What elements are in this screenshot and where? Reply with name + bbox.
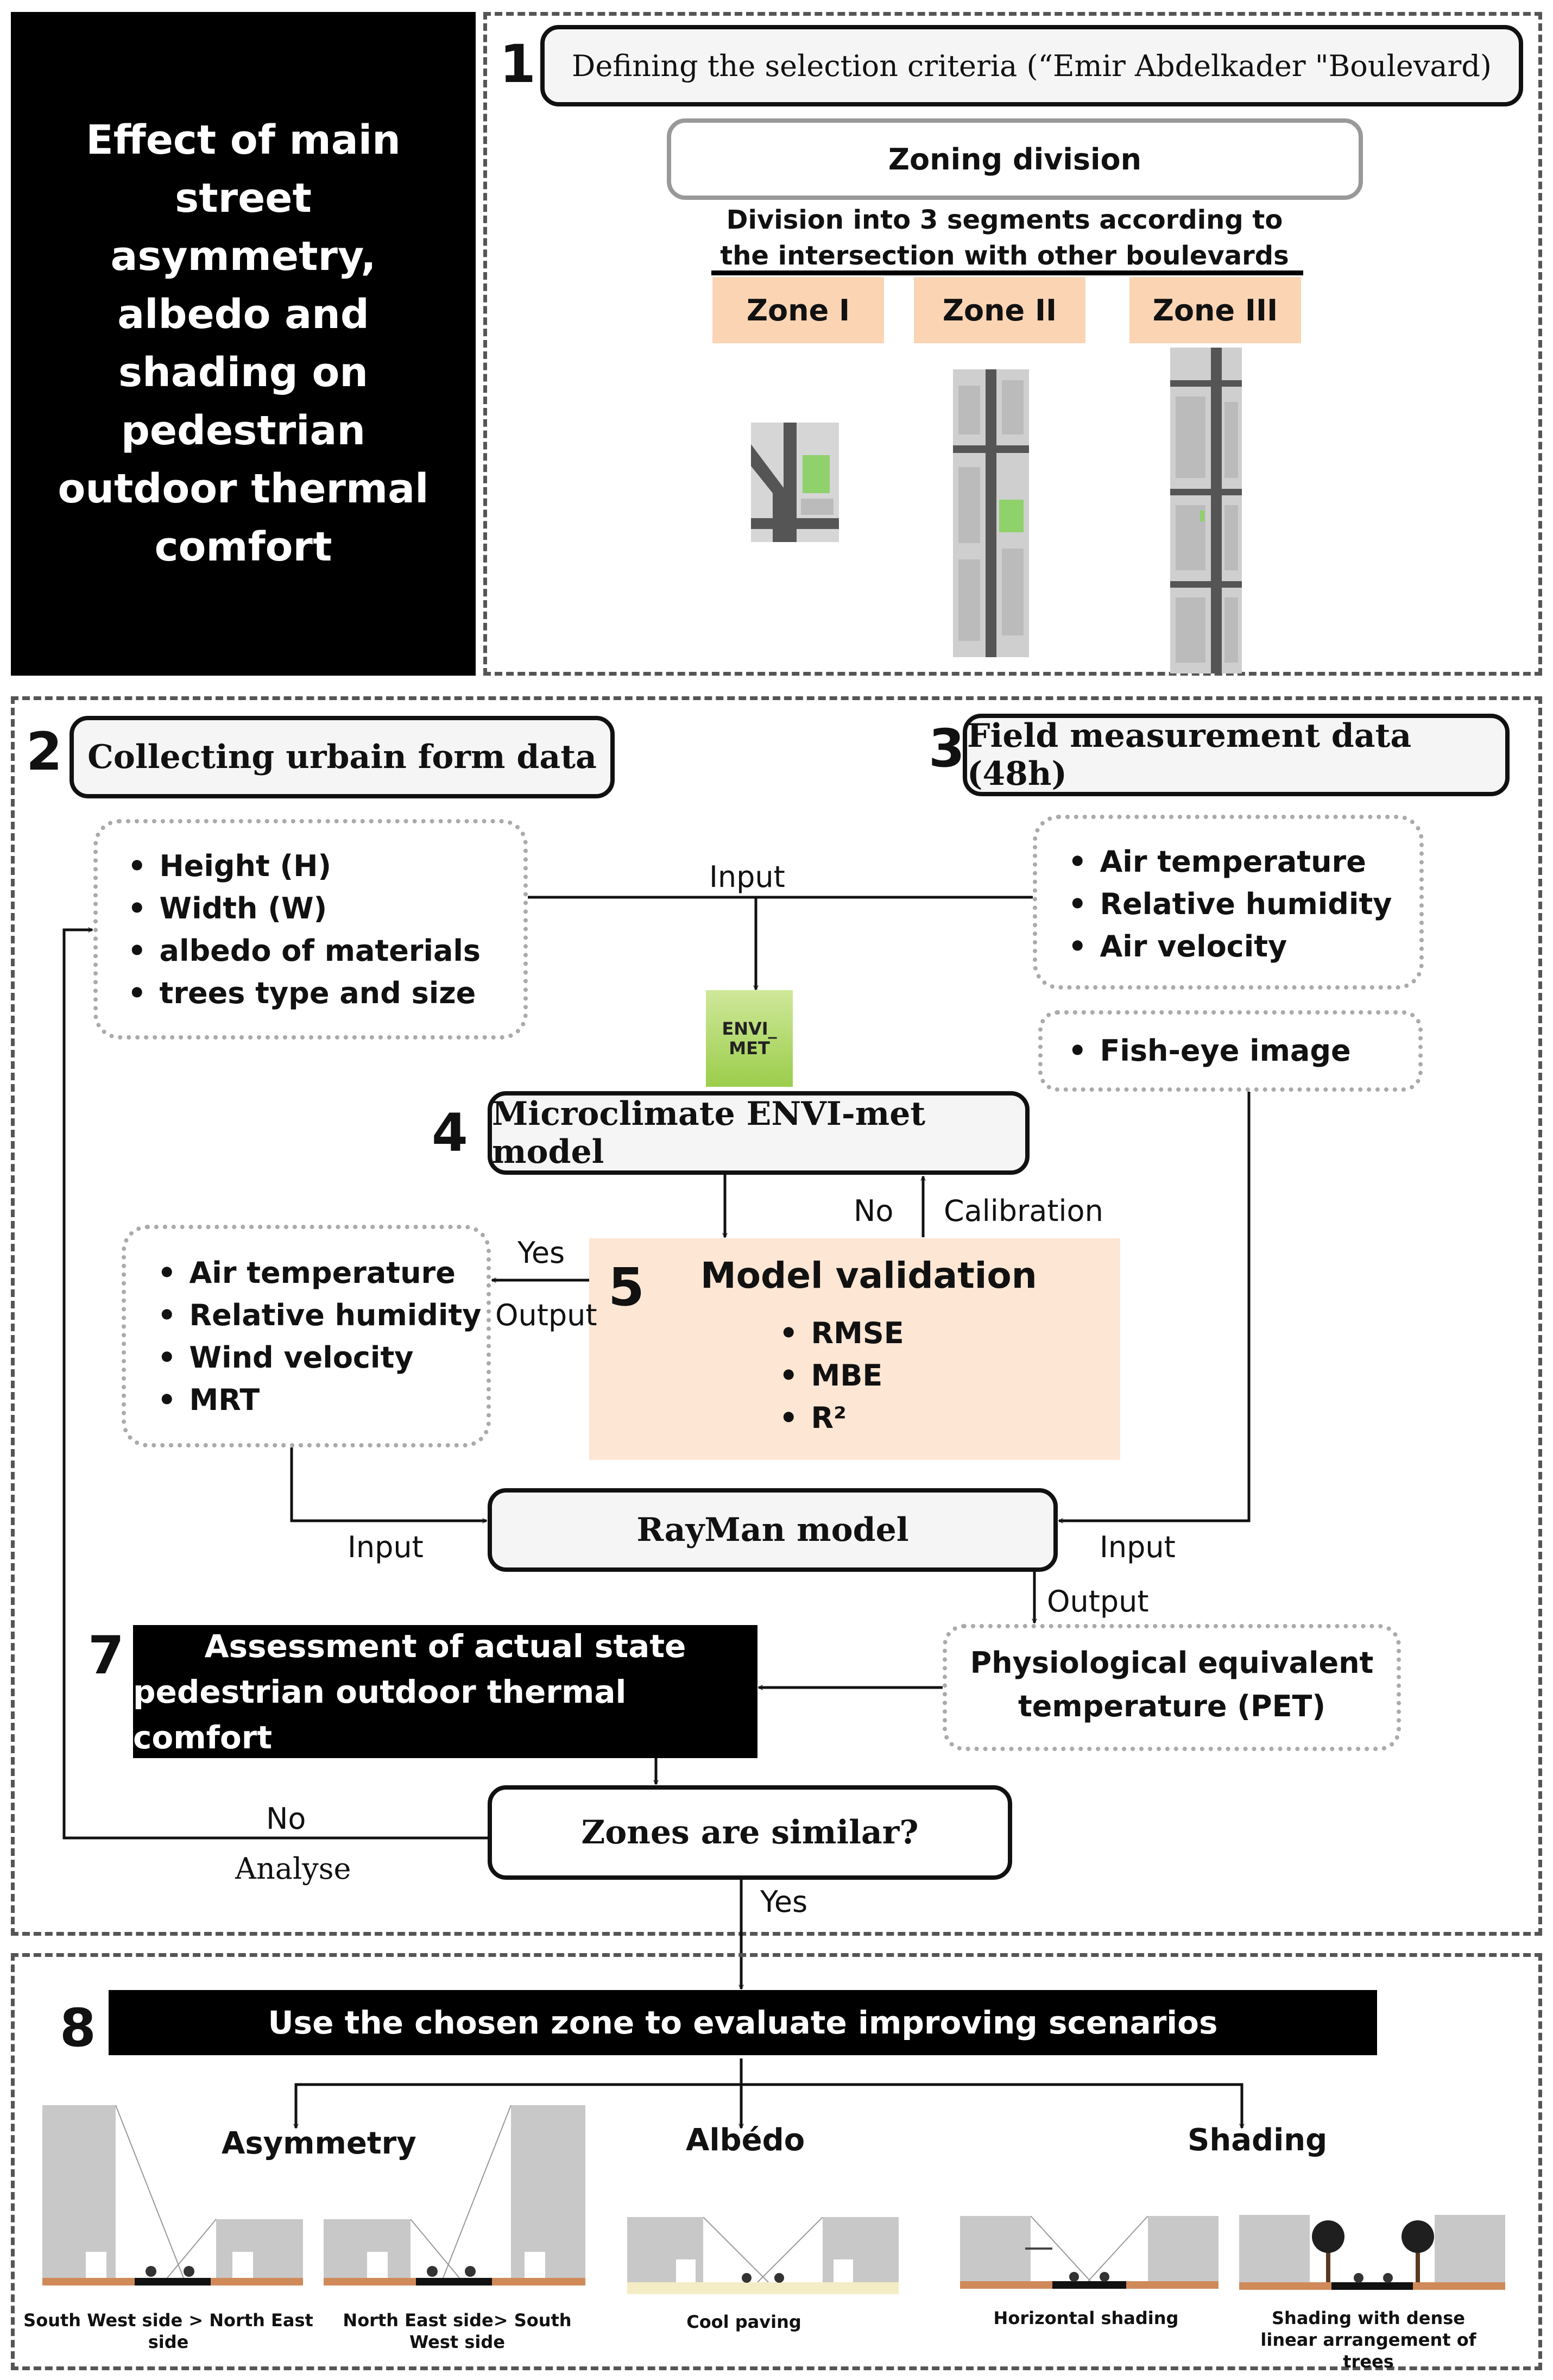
fisheye-item: Fish-eye image (1068, 1030, 1351, 1072)
output-vars-list: Air temperature Relative humidity Wind v… (157, 1252, 482, 1421)
urban-item: Width (W) (128, 887, 481, 930)
caption-ne-sw: North East side> South West side (343, 2310, 572, 2352)
step-3-number: 3 (929, 718, 965, 779)
section-2-frame (11, 696, 1542, 1936)
division-text: Division into 3 segments according to th… (706, 202, 1303, 274)
division-rule (711, 270, 1303, 275)
step-2-box: Collecting urbain form data (70, 716, 615, 798)
zoning-label: Zoning division (888, 142, 1142, 177)
output-item: Wind velocity (157, 1337, 481, 1379)
section-1-frame (483, 12, 1542, 676)
metric-item: R² (779, 1397, 904, 1439)
decision-box: Zones are similar? (488, 1785, 1012, 1880)
label-output-validation: Output (495, 1298, 597, 1332)
fisheye-list: Fish-eye image (1068, 1030, 1351, 1072)
division-line-1: Division into 3 segments according to (726, 205, 1283, 235)
step-7-line-2: pedestrian outdoor thermal comfort (133, 1673, 627, 1756)
urban-item: albedo of materials (128, 930, 481, 972)
step-2-label: Collecting urbain form data (87, 738, 597, 776)
output-item: MRT (157, 1379, 481, 1421)
zoning-box: Zoning division (667, 118, 1363, 200)
division-line-2: the intersection with other boulevards (720, 241, 1289, 271)
label-input-left: Input (348, 1530, 424, 1564)
envi-met-logo: ENVI_MET (706, 990, 793, 1087)
decision-label: Zones are similar? (581, 1814, 919, 1852)
output-item: Air temperature (157, 1252, 481, 1294)
step-6-box: RayMan model (488, 1488, 1058, 1572)
caption-sw-ne: South West side > North East side (23, 2310, 313, 2352)
urban-form-list: Height (H) Width (W) albedo of materials… (128, 845, 481, 1015)
section-asymmetry-2 (324, 2105, 585, 2285)
metric-item: MBE (779, 1355, 904, 1397)
zone-3-map (1170, 348, 1242, 673)
pet-text: Physiological equivalent temperature (PE… (943, 1641, 1401, 1728)
metric-item: RMSE (779, 1312, 904, 1355)
label-calibration: Calibration (944, 1194, 1103, 1228)
pet-line-2: temperature (PET) (1018, 1689, 1326, 1723)
label-yes-validation: Yes (517, 1236, 565, 1270)
label-input-right: Input (1100, 1530, 1176, 1564)
zone-1: Zone I (712, 277, 884, 343)
pet-box (943, 1624, 1401, 1751)
output-item: Relative humidity (157, 1294, 482, 1337)
caption-tree-shading: Shading with dense linear arrangement of… (1260, 2308, 1476, 2372)
zone-2: Zone II (914, 277, 1085, 343)
label-output-rayman: Output (1047, 1584, 1149, 1619)
step-8-label: Use the chosen zone to evaluate improvin… (268, 2004, 1218, 2041)
label-no-calibration: No (854, 1194, 894, 1228)
label-analyse: Analyse (235, 1852, 351, 1886)
step-7-box: Assessment of actual state pedestrian ou… (133, 1625, 757, 1758)
label-input-top: Input (709, 860, 785, 894)
step-8-number: 8 (60, 1998, 96, 2058)
step-2-number: 2 (26, 721, 62, 782)
step-1-label: Defining the selection criteria (“Emir A… (572, 48, 1492, 83)
zone-3: Zone III (1129, 277, 1301, 343)
step-8-box: Use the chosen zone to evaluate improvin… (109, 1990, 1377, 2055)
field-data-box (1033, 815, 1424, 990)
step-6-label: RayMan model (636, 1511, 909, 1549)
section-asymmetry-1 (42, 2105, 303, 2285)
step-7-line-1: Assessment of actual state (204, 1627, 686, 1665)
step-4-number: 4 (432, 1103, 468, 1163)
validation-title: Model validation (700, 1255, 1037, 1296)
step-4-box: Microclimate ENVI-met model (488, 1091, 1030, 1175)
scenario-asymmetry: Asymmetry (222, 2126, 416, 2161)
step-3-label: Field measurement data (48h) (967, 717, 1412, 793)
step-1-number: 1 (500, 34, 536, 95)
title-panel: Effect of main street asymmetry, albedo … (11, 12, 476, 676)
zone-1-map (751, 423, 839, 542)
section-tree-shading (1239, 2215, 1505, 2290)
step-4-label: Microclimate ENVI-met model (492, 1095, 926, 1171)
validation-metrics: RMSE MBE R² (779, 1312, 904, 1439)
field-data-list: Air temperature Relative humidity Air ve… (1068, 841, 1392, 968)
scenario-albedo: Albédo (686, 2123, 805, 2158)
zone-2-map (953, 369, 1029, 657)
section-albedo (627, 2217, 899, 2294)
urban-form-box (93, 819, 528, 1040)
step-1-box: Defining the selection criteria (“Emir A… (540, 25, 1523, 106)
step-3-box: Field measurement data (48h) (963, 714, 1510, 796)
field-item: Relative humidity (1068, 883, 1392, 925)
caption-horizontal-shading: Horizontal shading (993, 2308, 1179, 2328)
urban-item: trees type and size (128, 972, 481, 1015)
caption-cool-paving: Cool paving (686, 2312, 801, 2332)
step-5-number: 5 (608, 1257, 645, 1318)
field-item: Air temperature (1068, 841, 1392, 883)
section-horizontal-shading (960, 2216, 1219, 2289)
output-vars-box (122, 1225, 491, 1447)
label-no-decision: No (266, 1802, 306, 1836)
label-yes-decision: Yes (760, 1885, 808, 1919)
step-7-number: 7 (88, 1625, 124, 1686)
field-item: Air velocity (1068, 925, 1392, 968)
section-8-frame (11, 1953, 1542, 2370)
pet-line-1: Physiological equivalent (970, 1646, 1374, 1680)
fisheye-box (1038, 1010, 1423, 1092)
scenario-shading: Shading (1188, 2123, 1328, 2158)
title-text: Effect of main street asymmetry, albedo … (58, 117, 429, 570)
urban-item: Height (H) (128, 845, 481, 887)
